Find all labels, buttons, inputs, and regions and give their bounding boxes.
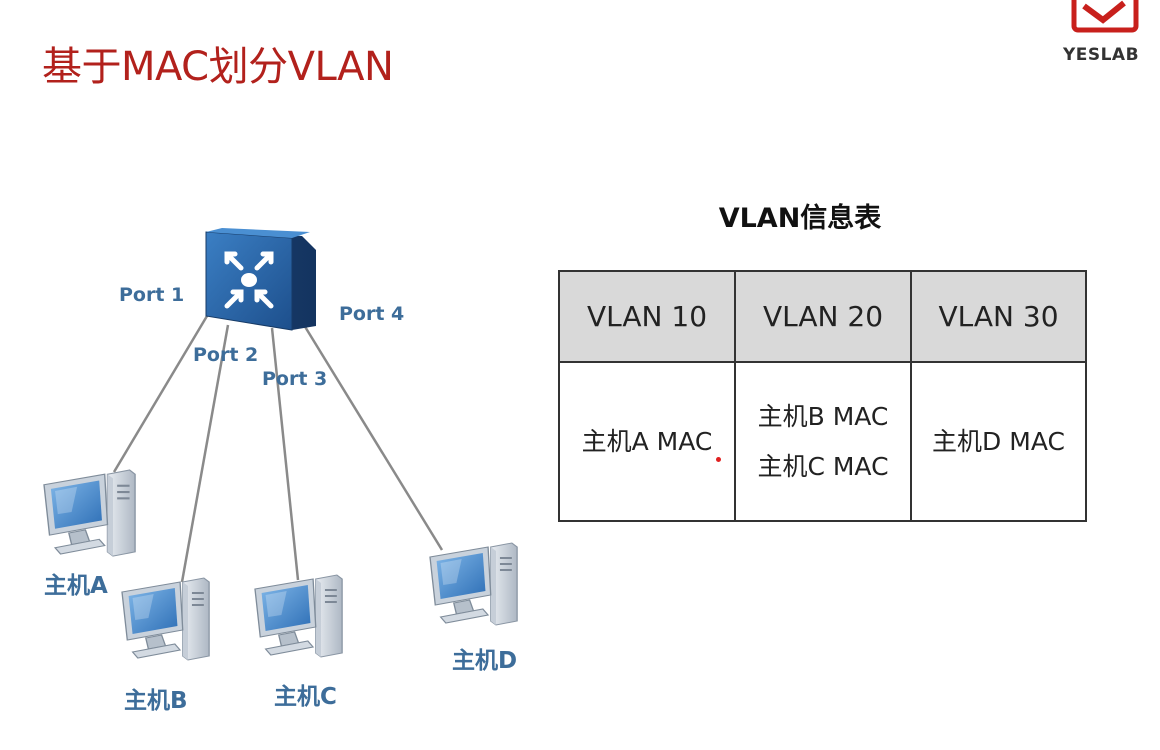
header-vlan-30: VLAN 30 bbox=[910, 270, 1087, 363]
mac-entry: 主机D MAC bbox=[932, 426, 1065, 456]
link-port2-hostB bbox=[180, 324, 230, 583]
link-port4-hostD bbox=[302, 324, 444, 551]
cell-vlan-30: 主机D MAC bbox=[910, 361, 1087, 522]
cell-vlan-20: 主机B MAC 主机C MAC bbox=[734, 361, 912, 522]
computer-icon-host-b bbox=[121, 577, 210, 661]
vlan-info-table: VLAN 10 VLAN 20 VLAN 30 主机A MAC 主机B MAC … bbox=[558, 270, 1087, 522]
port-label-2: Port 2 bbox=[193, 344, 258, 366]
yeslab-logo-icon bbox=[1071, 0, 1139, 33]
table-row: 主机A MAC 主机B MAC 主机C MAC 主机D MAC bbox=[558, 361, 1087, 522]
port-label-1: Port 1 bbox=[119, 284, 184, 306]
link-port3-hostC bbox=[270, 327, 300, 581]
mac-entry: 主机A MAC bbox=[581, 426, 713, 456]
host-label-d: 主机D bbox=[452, 648, 517, 674]
switch-icon bbox=[205, 228, 316, 331]
header-vlan-20: VLAN 20 bbox=[734, 270, 912, 363]
slide-title: 基于MAC划分VLAN bbox=[42, 44, 394, 90]
vlan-table-title: VLAN信息表 bbox=[718, 203, 882, 234]
host-label-a: 主机A bbox=[44, 573, 108, 599]
logo-text: YESLAB bbox=[1062, 45, 1140, 65]
computer-icon-host-a bbox=[43, 469, 136, 557]
computer-icon-host-c bbox=[254, 574, 343, 658]
mac-entry: 主机B MAC bbox=[757, 401, 889, 431]
cell-vlan-10: 主机A MAC bbox=[558, 361, 736, 522]
link-port1-hostA bbox=[112, 315, 209, 473]
mac-entry: 主机C MAC bbox=[757, 451, 889, 481]
computer-icon-host-d bbox=[429, 542, 518, 626]
host-label-c: 主机C bbox=[274, 684, 337, 710]
port-label-3: Port 3 bbox=[262, 368, 327, 390]
port-label-4: Port 4 bbox=[339, 303, 404, 325]
table-header-row: VLAN 10 VLAN 20 VLAN 30 bbox=[558, 270, 1087, 363]
header-vlan-10: VLAN 10 bbox=[558, 270, 736, 363]
cursor-dot bbox=[716, 457, 721, 462]
host-label-b: 主机B bbox=[124, 688, 188, 714]
